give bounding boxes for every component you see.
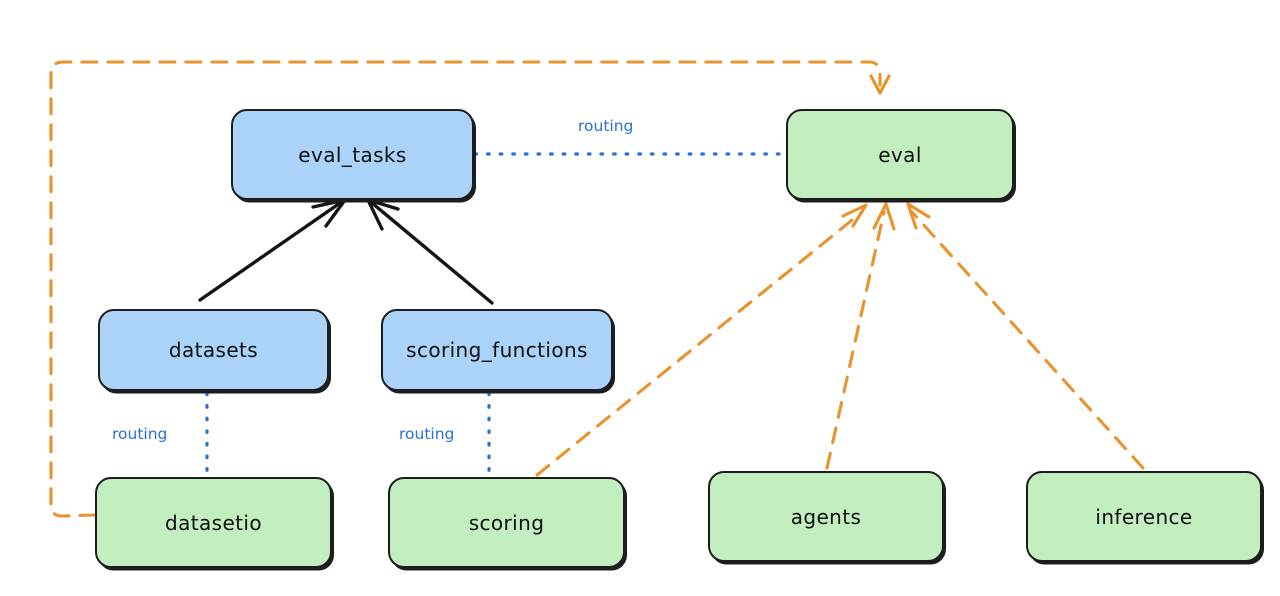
node-datasetio[interactable]: datasetio	[95, 477, 332, 568]
node-eval[interactable]: eval	[786, 109, 1014, 200]
edge-agents-to-eval	[825, 202, 896, 470]
node-datasets[interactable]: datasets	[98, 309, 329, 391]
node-label: datasets	[168, 338, 259, 362]
node-inference[interactable]: inference	[1026, 471, 1262, 562]
node-label: inference	[1095, 504, 1193, 529]
edge-label-routing-datasets-datasetio: routing	[112, 425, 168, 443]
node-label: scoring	[468, 510, 545, 535]
edge-scoring_functions-to-eval_tasks	[366, 198, 494, 305]
node-scoring-functions[interactable]: scoring_functions	[381, 309, 613, 391]
node-label: agents	[790, 504, 862, 529]
edge-datasets-to-eval_tasks	[198, 198, 347, 302]
node-label: scoring_functions	[406, 338, 588, 362]
node-eval-tasks[interactable]: eval_tasks	[231, 109, 474, 200]
edge-label-routing-eval-tasks-eval: routing	[578, 117, 634, 135]
node-label: eval	[878, 142, 922, 167]
node-agents[interactable]: agents	[708, 471, 944, 562]
node-scoring[interactable]: scoring	[388, 477, 625, 568]
node-label: datasetio	[164, 510, 262, 535]
edge-inference-to-eval	[906, 202, 1145, 470]
edge-label-routing-scoring-functions-scoring: routing	[399, 425, 455, 443]
node-label: eval_tasks	[298, 142, 407, 167]
